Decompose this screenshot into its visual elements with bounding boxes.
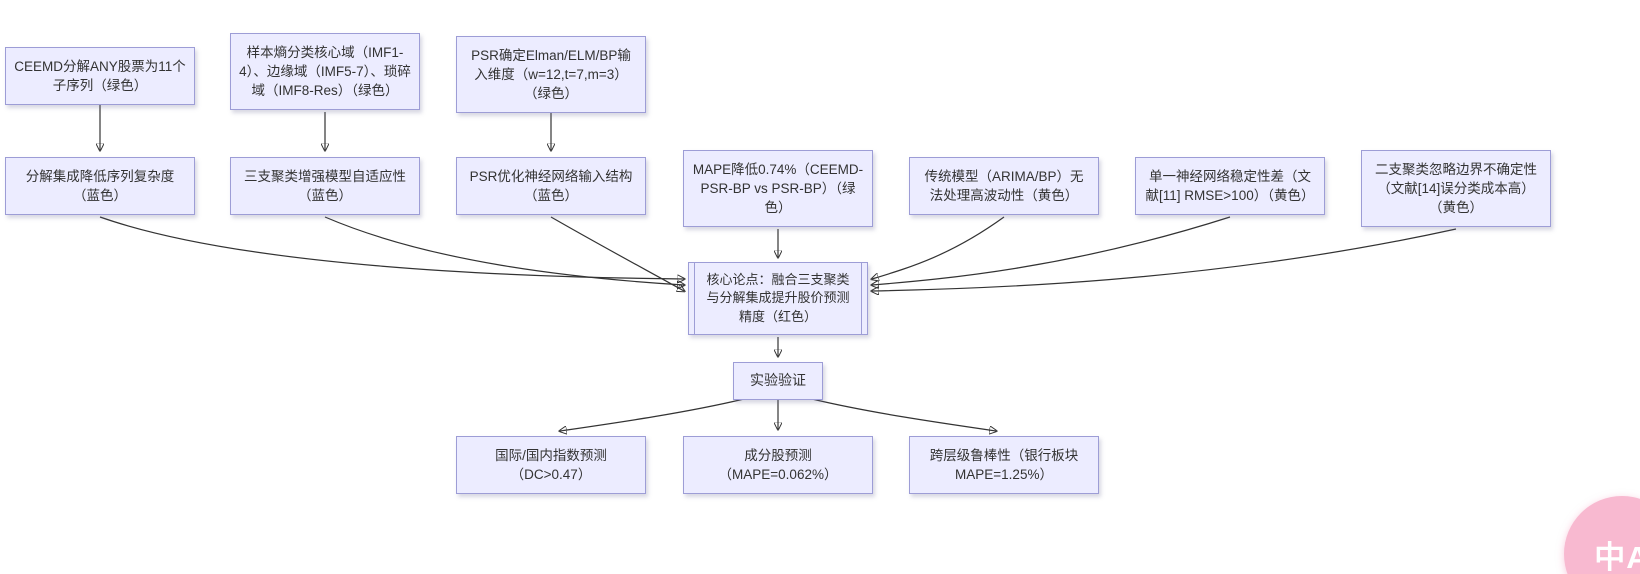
node-ceemd-decomposition: CEEMD分解ANY股票为11个子序列（绿色） (5, 47, 195, 106)
edge-experiment-index (560, 398, 745, 431)
node-mape-improvement: MAPE降低0.74%（CEEMD-PSR-BP vs PSR-BP）（绿色） (683, 150, 873, 228)
node-threeway-adaptivity: 三支聚类增强模型自适应性（蓝色） (230, 157, 420, 216)
edge-experiment-robust (811, 398, 996, 431)
edge-decomp-core (99, 216, 684, 279)
node-core-thesis: 核心论点：融合三支聚类与分解集成提升股价预测精度（红色） (688, 262, 868, 336)
edge-traditional-core (872, 216, 1005, 279)
node-decomp-complexity: 分解集成降低序列复杂度（蓝色） (5, 157, 195, 216)
node-twoway-limitation: 二支聚类忽略边界不确定性（文献[14]误分类成本高）（黄色） (1361, 150, 1551, 228)
node-traditional-limitation: 传统模型（ARIMA/BP）无法处理高波动性（黄色） (909, 157, 1099, 216)
edge-threeway-core (324, 216, 684, 285)
edge-twoway-core (872, 228, 1457, 291)
node-psr-dimension: PSR确定Elman/ELM/BP输入维度（w=12,t=7,m=3）（绿色） (456, 36, 646, 114)
edge-psropt-core (550, 216, 684, 291)
node-psr-structure: PSR优化神经网络输入结构（蓝色） (456, 157, 646, 216)
edge-singlenn-core (872, 216, 1231, 285)
translate-icon: 中A (1594, 539, 1640, 574)
node-stock-prediction: 成分股预测（MAPE=0.062%） (683, 436, 873, 495)
translate-badge-button[interactable]: 中A (1564, 496, 1640, 574)
node-robustness: 跨层级鲁棒性（银行板块MAPE=1.25%） (909, 436, 1099, 495)
node-index-prediction: 国际/国内指数预测（DC>0.47） (456, 436, 646, 495)
node-single-nn-instability: 单一神经网络稳定性差（文献[11] RMSE>100）（黄色） (1135, 157, 1325, 216)
node-sample-entropy: 样本熵分类核心域（IMF1-4）、边缘域（IMF5-7）、琐碎域（IMF8-Re… (230, 33, 420, 111)
node-experiment-validation: 实验验证 (733, 362, 823, 400)
